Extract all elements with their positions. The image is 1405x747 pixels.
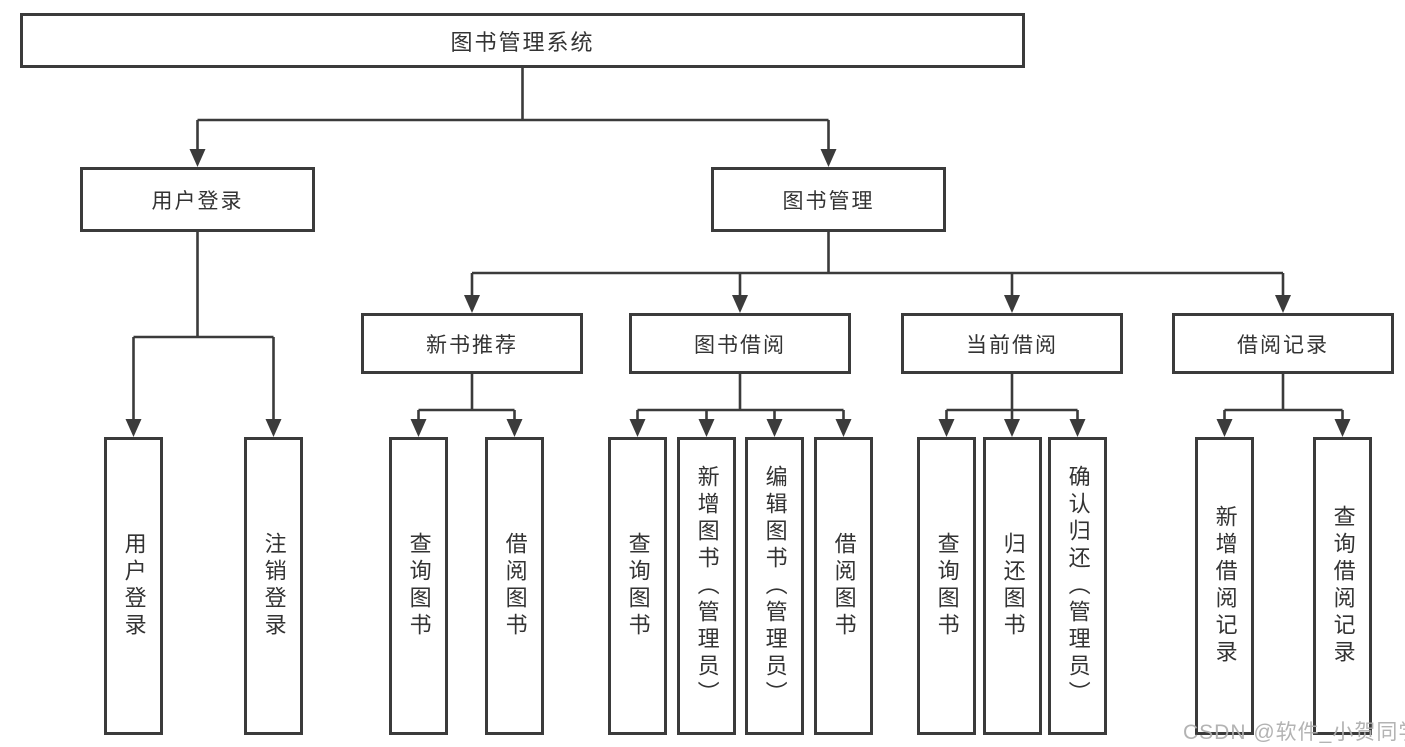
node-borrow-records-label: 借阅记录 — [1237, 333, 1329, 357]
leaf-query-books-borrow-label: 查询图书 — [625, 532, 651, 640]
leaf-add-borrow-record: 新增借阅记录 — [1195, 437, 1254, 735]
node-user-login-label: 用户登录 — [151, 189, 244, 213]
leaf-borrow-books-label: 借阅图书 — [831, 532, 857, 640]
leaf-confirm-return-admin: 确认归还（管理员） — [1048, 437, 1107, 735]
csdn-watermark: CSDN @软件_小贺同学 — [1183, 721, 1405, 744]
leaf-edit-book-admin: 编辑图书（管理员） — [745, 437, 804, 735]
leaf-borrow-books-recommend-label: 借阅图书 — [502, 532, 528, 640]
node-new-book-recommend: 新书推荐 — [361, 313, 583, 374]
node-book-management: 图书管理 — [711, 167, 946, 232]
leaf-return-book: 归还图书 — [983, 437, 1042, 735]
leaf-query-books-recommend-label: 查询图书 — [406, 532, 432, 640]
node-user-login: 用户登录 — [80, 167, 315, 232]
node-current-borrow: 当前借阅 — [901, 313, 1123, 374]
leaf-add-borrow-record-label: 新增借阅记录 — [1212, 505, 1238, 667]
leaf-query-books-borrow: 查询图书 — [608, 437, 667, 735]
leaf-add-book-admin-label: 新增图书（管理员） — [694, 464, 720, 708]
node-new-book-recommend-label: 新书推荐 — [426, 333, 518, 357]
leaf-logout: 注销登录 — [244, 437, 303, 735]
leaf-confirm-return-admin-label: 确认归还（管理员） — [1065, 464, 1091, 708]
node-borrow-records: 借阅记录 — [1172, 313, 1394, 374]
leaf-logout-label: 注销登录 — [261, 532, 287, 640]
node-root: 图书管理系统 — [20, 13, 1025, 68]
leaf-query-borrow-record: 查询借阅记录 — [1313, 437, 1372, 735]
node-book-borrow-label: 图书借阅 — [694, 333, 786, 357]
node-root-label: 图书管理系统 — [450, 29, 595, 55]
node-book-borrow: 图书借阅 — [629, 313, 851, 374]
leaf-query-books-recommend: 查询图书 — [389, 437, 448, 735]
leaf-add-book-admin: 新增图书（管理员） — [677, 437, 736, 735]
leaf-edit-book-admin-label: 编辑图书（管理员） — [762, 464, 788, 708]
leaf-borrow-books-recommend: 借阅图书 — [485, 437, 544, 735]
leaf-user-login-label: 用户登录 — [121, 532, 147, 640]
leaf-query-books-current: 查询图书 — [917, 437, 976, 735]
leaf-query-books-current-label: 查询图书 — [934, 532, 960, 640]
node-current-borrow-label: 当前借阅 — [966, 333, 1058, 357]
leaf-query-borrow-record-label: 查询借阅记录 — [1330, 505, 1356, 667]
node-book-management-label: 图书管理 — [782, 189, 875, 213]
leaf-borrow-books: 借阅图书 — [814, 437, 873, 735]
leaf-user-login: 用户登录 — [104, 437, 163, 735]
leaf-return-book-label: 归还图书 — [1000, 532, 1026, 640]
